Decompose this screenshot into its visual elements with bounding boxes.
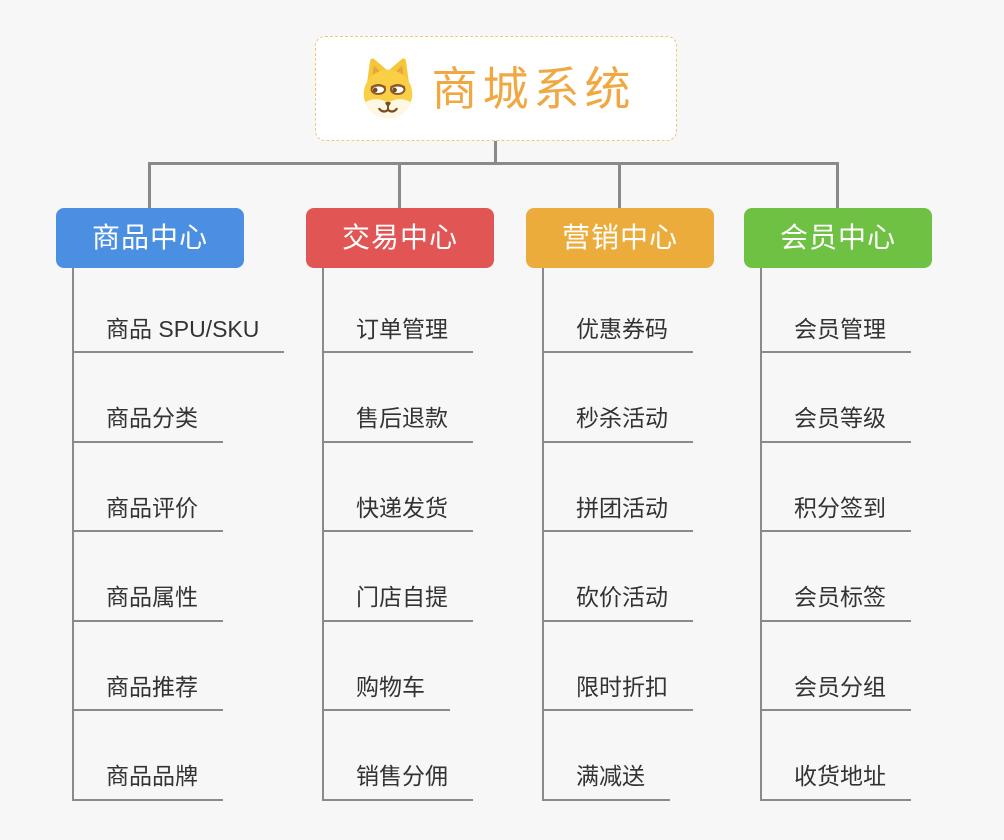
connector-drop-1 [148,162,151,208]
topic-label[interactable]: 购物车 [322,674,450,711]
topic-item: 商品属性 [72,532,284,622]
root-node[interactable]: 商城系统 [315,36,677,141]
topic-label[interactable]: 收货地址 [760,763,911,801]
dog-face-icon [363,57,412,118]
connector-drop-2 [398,162,401,208]
topic-item: 商品品牌 [72,711,284,801]
root-title: 商城系统 [431,62,636,115]
topic-item: 购物车 [322,622,473,711]
topic-label[interactable]: 门店自提 [322,584,473,622]
branch-children-member-center: 会员管理 会员等级 积分签到 会员标签 会员分组 收货地址 [760,268,911,801]
topic-label[interactable]: 积分签到 [760,495,911,532]
branch-children-marketing-center: 优惠券码 秒杀活动 拼团活动 砍价活动 限时折扣 满减送 [542,268,693,801]
topic-item: 会员标签 [760,532,911,622]
topic-item: 限时折扣 [542,622,693,711]
connector-drop-3 [618,162,621,208]
branch-label: 商品中心 [91,222,208,253]
topic-item: 快递发货 [322,443,473,532]
topic-item: 会员管理 [760,268,911,353]
topic-item: 门店自提 [322,532,473,622]
topic-item: 订单管理 [322,268,473,353]
topic-label[interactable]: 商品评价 [72,495,223,532]
topic-item: 销售分佣 [322,711,473,801]
topic-item: 商品推荐 [72,622,284,711]
topic-label[interactable]: 订单管理 [322,316,473,353]
branch-label: 营销中心 [561,222,678,253]
branch-children-product-center: 商品 SPU/SKU 商品分类 商品评价 商品属性 商品推荐 商品品牌 [72,268,285,801]
branch-node-member-center[interactable]: 会员中心 [744,208,932,268]
topic-item: 秒杀活动 [542,353,693,443]
topic-item: 收货地址 [760,711,911,801]
topic-item: 积分签到 [760,443,911,532]
branch-node-product-center[interactable]: 商品中心 [56,208,244,268]
topic-item: 会员分组 [760,622,911,711]
topic-label[interactable]: 会员等级 [760,405,911,443]
topic-label[interactable]: 限时折扣 [542,674,693,711]
topic-label[interactable]: 会员标签 [760,584,911,622]
topic-label[interactable]: 快递发货 [322,495,473,532]
branch-node-marketing-center[interactable]: 营销中心 [526,208,714,268]
branch-label: 交易中心 [341,222,458,253]
topic-label[interactable]: 销售分佣 [322,763,473,801]
topic-label[interactable]: 砍价活动 [542,584,693,622]
topic-label[interactable]: 商品品牌 [72,763,223,801]
topic-label[interactable]: 商品推荐 [72,674,223,711]
topic-item: 商品评价 [72,443,284,532]
branch-label: 会员中心 [779,222,896,253]
topic-label[interactable]: 会员分组 [760,674,911,711]
topic-item: 拼团活动 [542,443,693,532]
branch-children-trade-center: 订单管理 售后退款 快递发货 门店自提 购物车 销售分佣 [322,268,473,801]
connector-bus [148,162,839,165]
topic-item: 优惠券码 [542,268,693,353]
topic-item: 商品 SPU/SKU [72,268,285,353]
topic-item: 满减送 [542,711,693,801]
topic-label[interactable]: 拼团活动 [542,495,693,532]
connector-drop-4 [836,162,839,208]
topic-label[interactable]: 秒杀活动 [542,405,693,443]
topic-label[interactable]: 满减送 [542,763,670,801]
topic-label[interactable]: 会员管理 [760,316,911,353]
topic-item: 砍价活动 [542,532,693,622]
topic-label[interactable]: 售后退款 [322,405,473,443]
topic-label[interactable]: 商品分类 [72,405,223,443]
topic-label[interactable]: 商品 SPU/SKU [72,316,285,353]
connector-root-stem [494,141,497,163]
topic-item: 商品分类 [72,353,284,443]
topic-label[interactable]: 优惠券码 [542,316,693,353]
topic-item: 会员等级 [760,353,911,443]
branch-node-trade-center[interactable]: 交易中心 [306,208,494,268]
topic-item: 售后退款 [322,353,473,443]
topic-label[interactable]: 商品属性 [72,584,223,622]
